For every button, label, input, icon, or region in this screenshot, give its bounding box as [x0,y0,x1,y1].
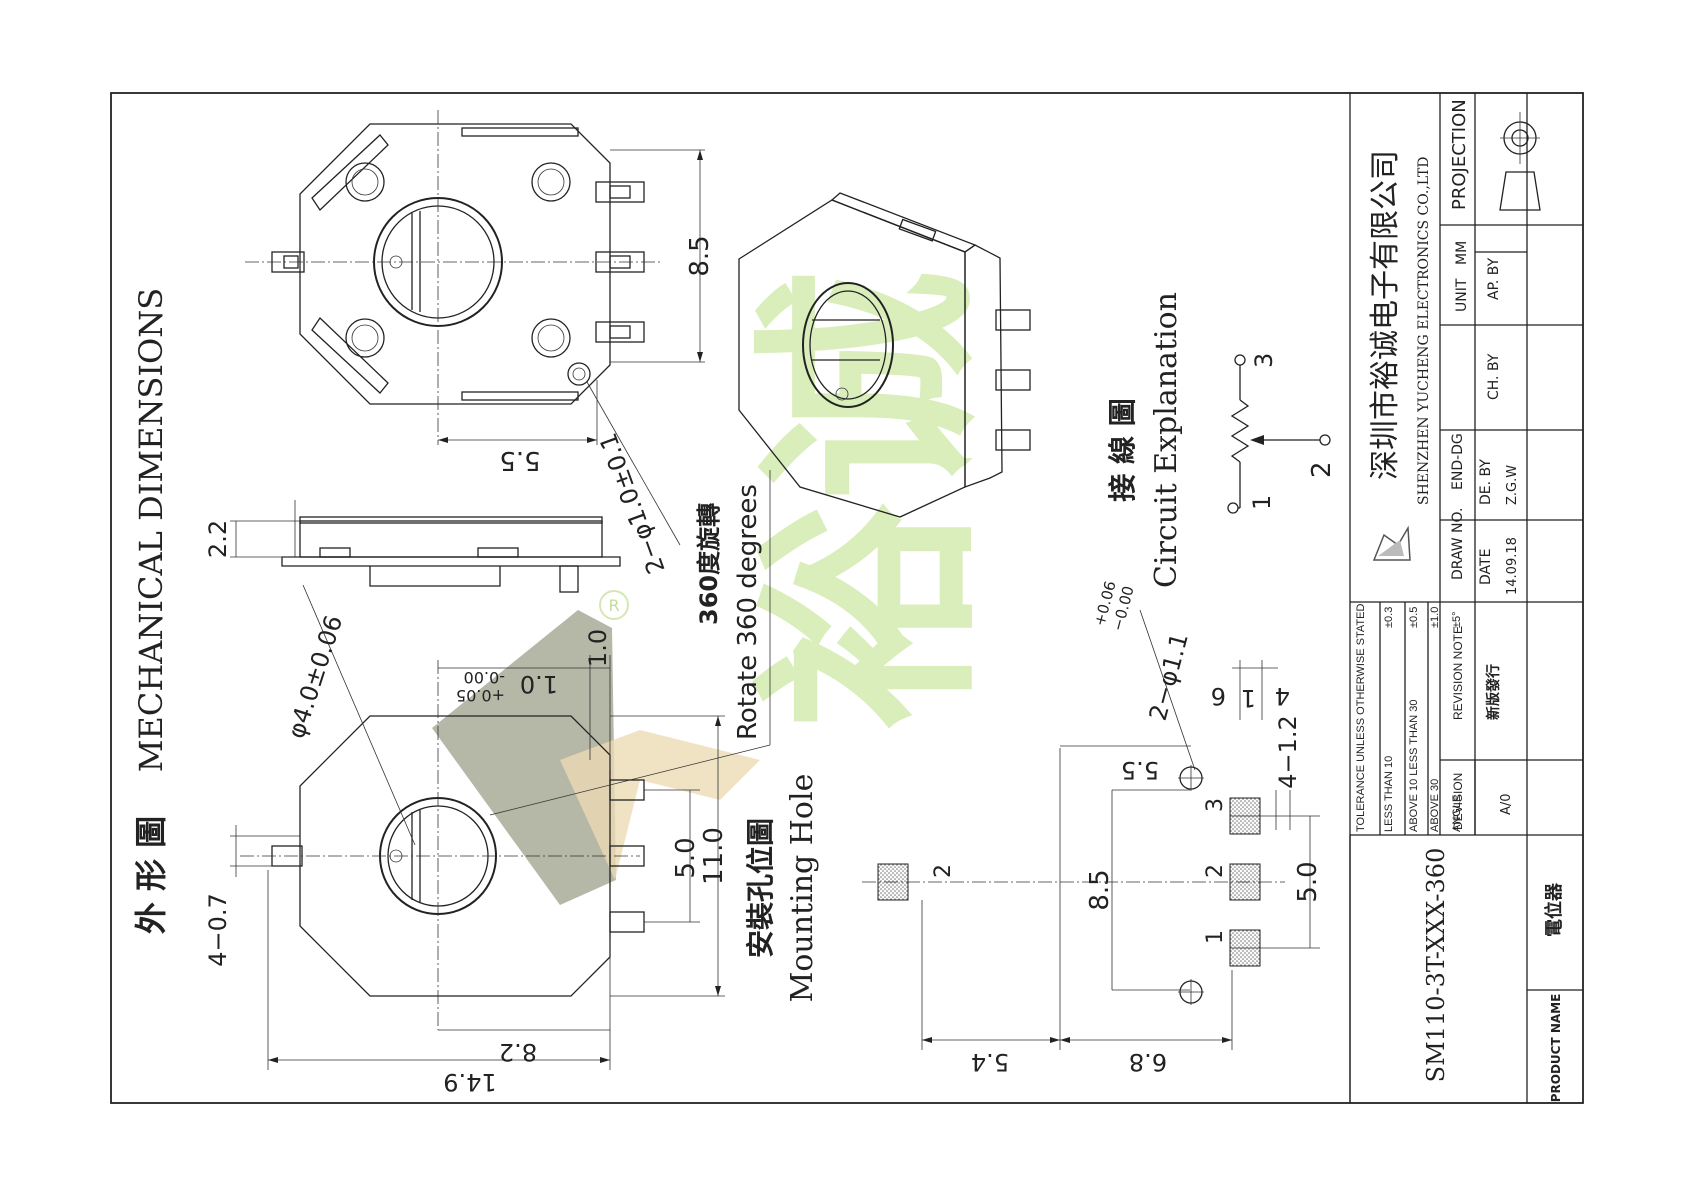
mh-pin-2-left: 2 [931,864,956,878]
draw-no-value: END-DG [1450,433,1466,490]
ap-by-label: AP. BY [1486,257,1502,300]
side-view: 2.2 [204,500,621,593]
mh-dim-4-1-2: 4−1.2 [1274,715,1302,789]
dim-2-2-side: 2.2 [204,520,232,558]
mh-dim-5-4: 5.4 [971,1048,1009,1076]
draw-no-label: DRAW NO. [1450,508,1466,580]
mounting-hole-pattern: 5.0 4−1.2 6 1 4 8.5 5.5 5.4 6.8 2−φ1.1 +… [862,579,1323,1076]
mh-pin-1: 1 [1203,930,1228,944]
date-label: DATE [1478,549,1494,585]
tol-row-4-value: ±5° [1451,611,1463,628]
mh-dim-5-0: 5.0 [1293,861,1323,902]
tol-row-4-label: ANGLE [1451,795,1463,832]
title-block: 深圳市裕诚电子有限公司 SHENZHEN YUCHENG ELECTRONICS… [1349,93,1583,1103]
mh-dim-4: 4 [1275,682,1290,710]
rotate-label-en: Rotate 360 degrees [733,484,763,740]
circuit-cn: 接 線 圖 [1106,398,1139,502]
dim-11-0-front: 11.0 [699,827,729,885]
title-en: MECHANICAL DIMENSIONS [132,288,170,772]
revision-note-value: 新版發行 [1485,664,1502,720]
circuit-en: Circuit Explanation [1149,292,1184,588]
tol-row-2-value: ±0.5 [1408,607,1420,628]
product-name-value: 電位器 [1543,882,1565,937]
dim-14-9: 14.9 [443,1068,496,1096]
circuit-pin-1: 1 [1248,495,1276,510]
top-view: 8.5 5.5 2−φ1.0±0.1 [245,110,715,578]
tol-row-3-label: ABOVE 30 [1429,779,1441,832]
dim-1-0-a: 1.0 [584,629,612,667]
revision-note-label: REVISION NOTE [1451,626,1465,720]
devision-value: A/0 [1499,793,1514,815]
dim-8-5-top: 8.5 [685,235,715,276]
dim-1-0-tol-dn: -0.00 [464,668,505,687]
mh-dim-6-8: 6.8 [1129,1048,1167,1076]
devision-label: DEVISION [1451,773,1465,830]
tol-row-1-label: LESS THAN 10 [1383,756,1395,832]
registered-mark: R [608,596,619,615]
mh-pin-2: 2 [1203,864,1228,878]
dim-4-0-7: 4−0.7 [204,893,232,967]
tol-row-2-label: ABOVE 10 LESS THAN 30 [1408,700,1420,832]
isometric-view [738,192,1031,518]
circuit-symbol: 1 2 3 [1227,353,1337,514]
tolerance-header: TOLERANCE UNLESS OTHERWISE STATED [1355,604,1367,832]
part-number: SM110-3T-XXX-360 [1422,848,1450,1083]
company-logo [1372,525,1411,561]
product-name-label: PRODUCT NAME [1549,994,1563,1103]
circuit-pin-3: 3 [1250,353,1278,368]
circuit-pin-2: 2 [1307,461,1337,478]
projection-label: PROJECTION [1449,99,1470,210]
dim-phi4: φ4.0±0.06 [282,612,348,742]
mounting-en: Mounting Hole [785,774,820,1003]
rotate-label-cn: 360度旋轉 [695,503,723,625]
de-by-value: Z.G.W [1505,465,1520,505]
mh-dim-8-5: 8.5 [1085,869,1115,910]
mh-dim-1: 1 [1241,684,1256,712]
mh-pin-3: 3 [1203,798,1228,812]
dim-8-2: 8.2 [499,1038,537,1066]
dim-5-5-top: 5.5 [499,445,540,475]
company-name-cn: 深圳市裕诚电子有限公司 [1368,150,1403,480]
company-name-en: SHENZHEN YUCHENG ELECTRONICS CO.,LTD [1416,156,1432,505]
de-by-label: DE. BY [1478,459,1494,505]
tol-row-3-value: ±1.0 [1429,607,1441,628]
watermark-text: 裕诚 [738,270,1005,730]
mh-dim-6: 6 [1211,682,1226,710]
ch-by-label: CH. BY [1486,353,1502,400]
date-value: 14.09.18 [1505,537,1520,595]
unit-label: UNIT [1454,278,1470,312]
mh-dim-5-5: 5.5 [1121,756,1159,784]
sheet-border [110,92,1584,1104]
unit-value: MM [1454,241,1470,265]
dim-5-0-front: 5.0 [671,837,701,878]
dim-hole-2-phi1: 2−φ1.0±0.1 [594,429,671,577]
tol-row-1-value: ±0.3 [1383,607,1395,628]
mounting-cn: 安裝孔位圖 [744,818,777,958]
dim-1-0-tol-up: +0.05 [456,686,505,705]
dim-1-0-b: 1.0 [520,670,558,698]
projection-symbol-icon [1499,112,1541,211]
title-cn: 外 形 圖 [132,816,170,934]
